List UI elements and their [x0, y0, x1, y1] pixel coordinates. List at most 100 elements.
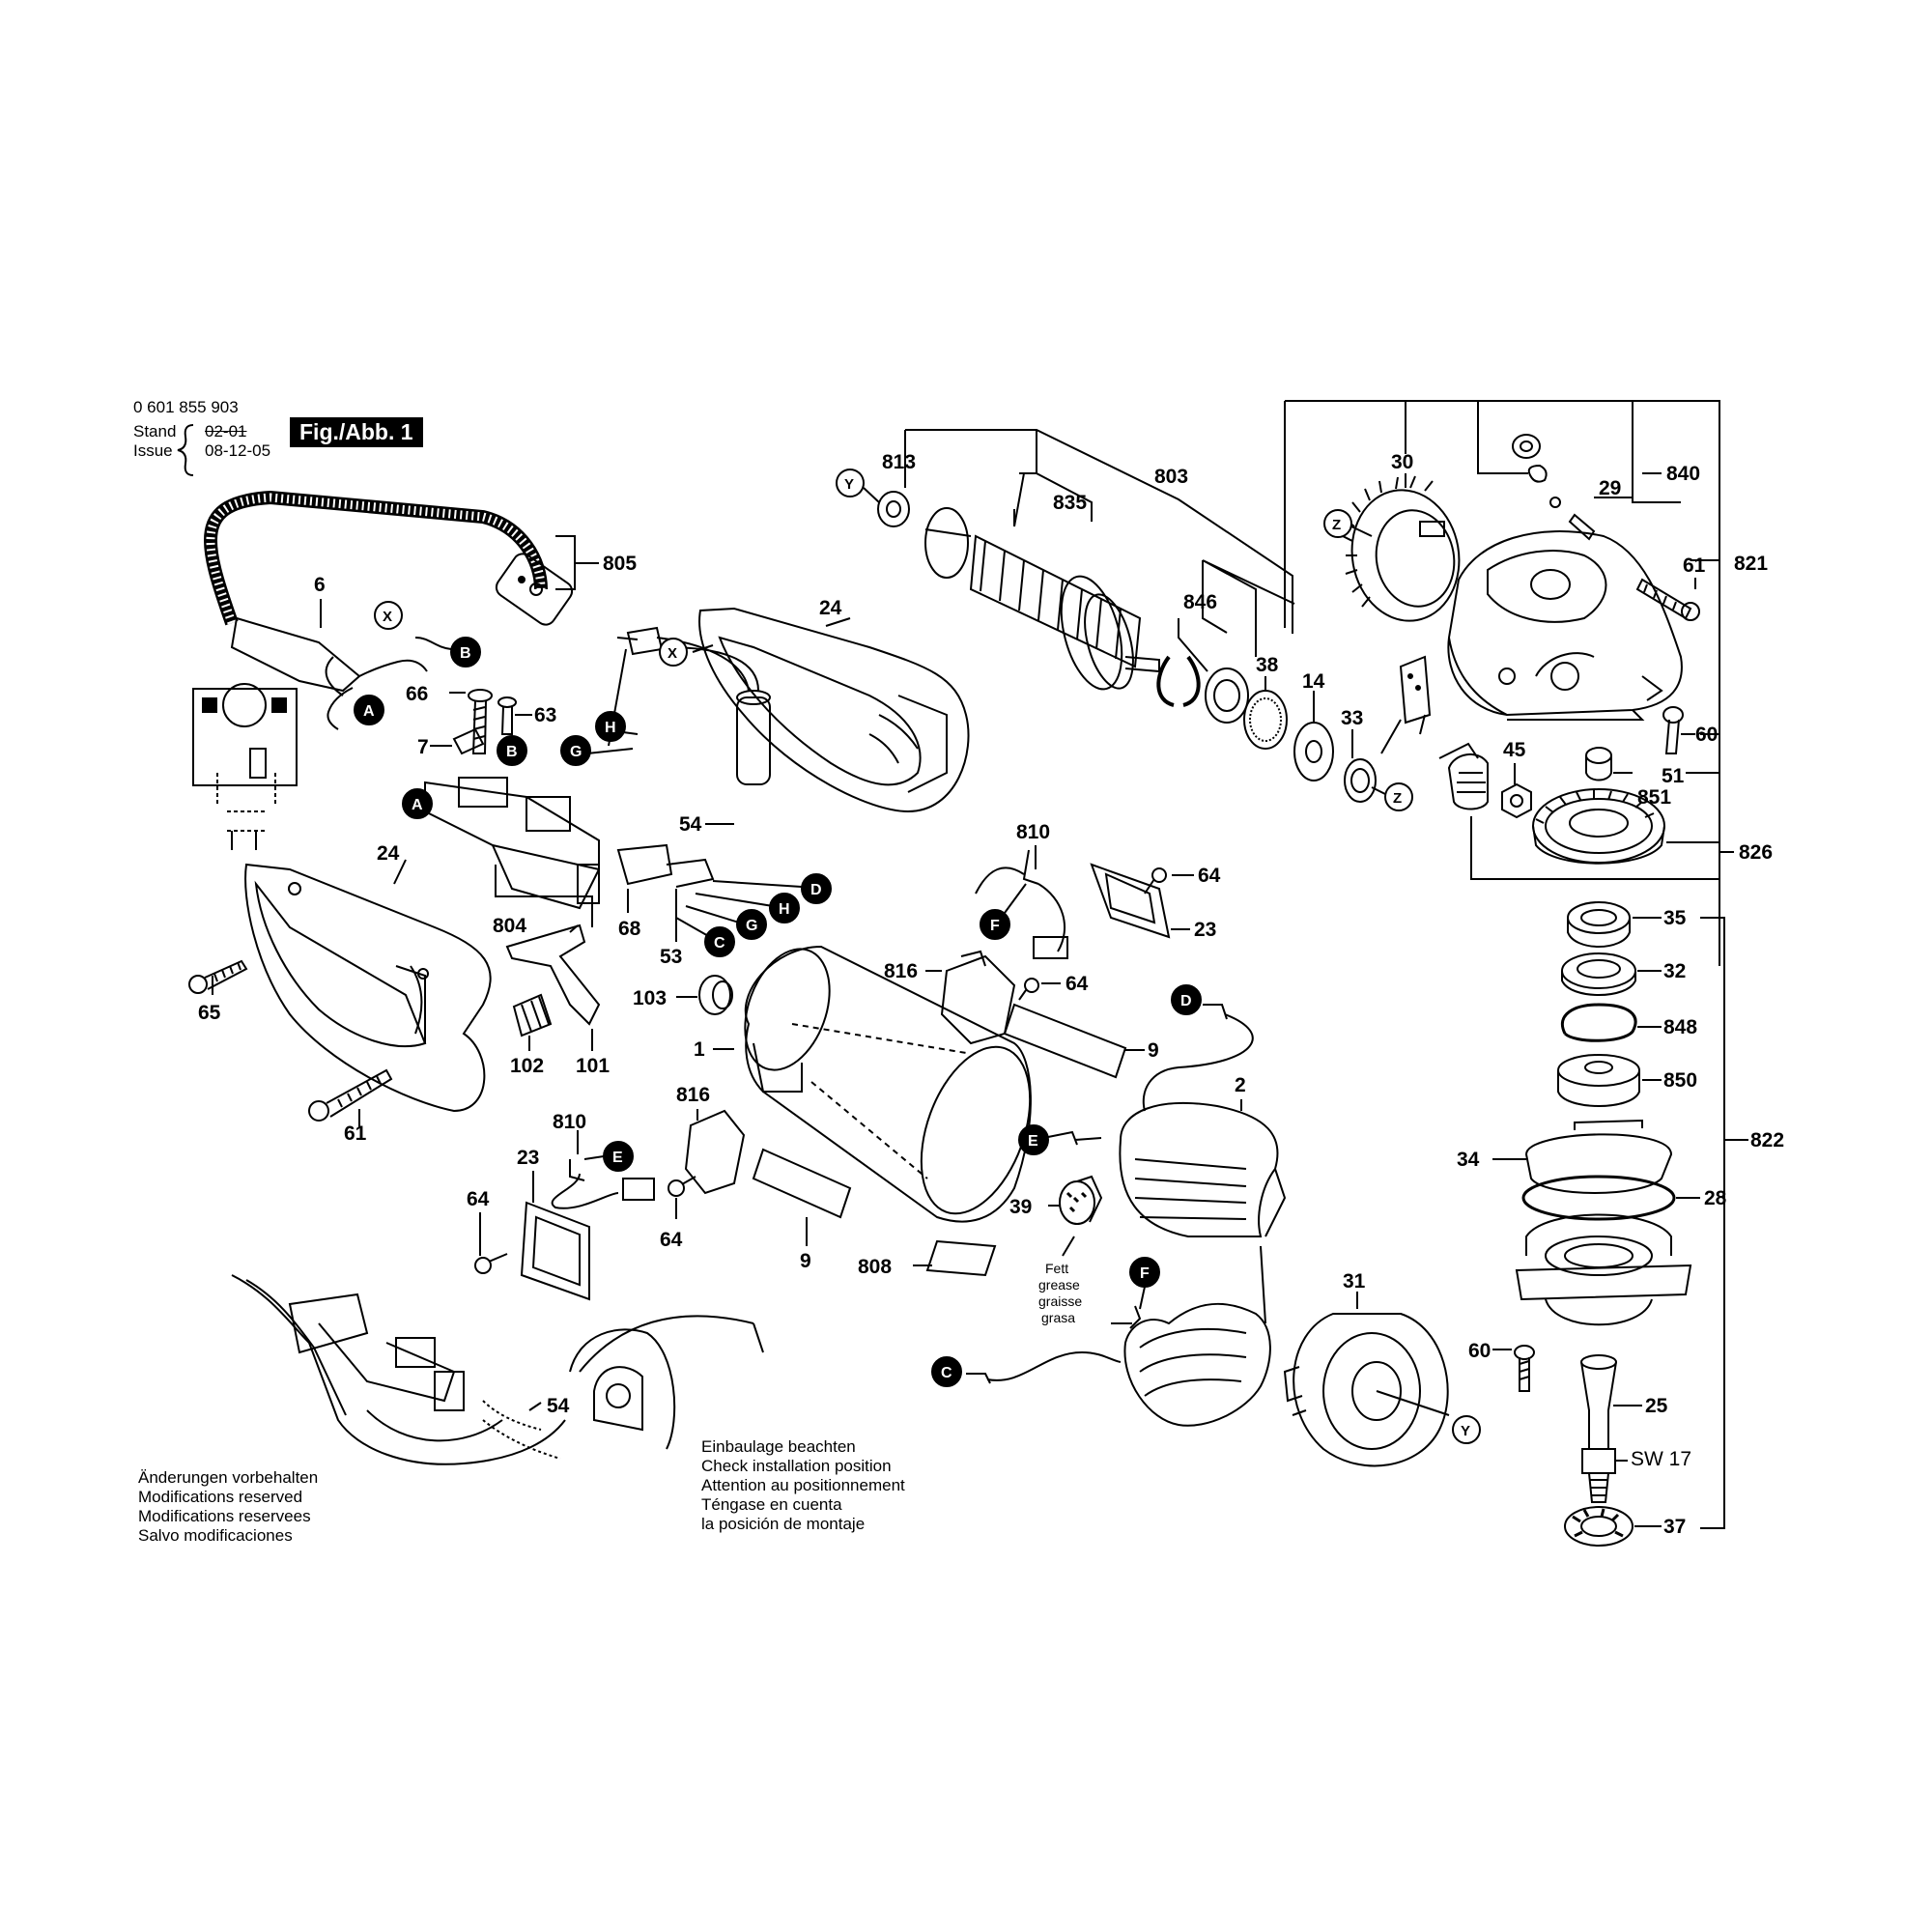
svg-text:F: F	[990, 918, 1000, 934]
clip-7	[452, 727, 485, 755]
connector-d-icon: D	[801, 873, 832, 904]
part-number-30: 30	[1391, 451, 1413, 473]
part-number-25: 25	[1645, 1395, 1668, 1417]
svg-text:H: H	[779, 901, 790, 918]
connector-a-icon: A	[402, 788, 433, 819]
part-number-810: 810	[553, 1111, 586, 1133]
part-number-816: 816	[884, 960, 918, 982]
part-number-65: 65	[198, 1002, 221, 1024]
pinion	[1438, 742, 1489, 810]
part-number-66: 66	[406, 683, 428, 705]
connector-b-icon: B	[450, 637, 481, 668]
leader-line	[1371, 786, 1386, 795]
part-number-7: 7	[417, 736, 429, 758]
note-line: Check installation position	[701, 1457, 892, 1475]
part-number-848: 848	[1663, 1016, 1697, 1038]
leader-line	[1178, 618, 1208, 672]
note-line: Téngase en cuenta	[701, 1495, 842, 1514]
assembly-bracket-826	[1470, 816, 1734, 880]
connector-d-icon: D	[1171, 984, 1202, 1015]
part-number-101: 101	[576, 1055, 610, 1077]
lock-lever-101	[505, 923, 601, 1026]
part-number-64: 64	[467, 1188, 490, 1210]
document-number: 0 601 855 903	[133, 398, 239, 416]
connector-e-icon: E	[603, 1141, 634, 1172]
leader-line	[414, 637, 452, 650]
part-number-38: 38	[1256, 654, 1279, 676]
connector-z-icon: Z	[1323, 509, 1352, 538]
housing-half-24-upper	[698, 607, 970, 813]
connector-z-icon: Z	[1384, 782, 1413, 811]
felt-pad	[1380, 655, 1432, 754]
stand-date: 02-01	[205, 422, 247, 440]
brush-cover-23-upper	[1090, 863, 1171, 939]
connector-g-icon: G	[560, 735, 591, 766]
screw-64	[668, 1176, 696, 1197]
stand-label: Stand	[133, 422, 177, 440]
part-number-61: 61	[1683, 554, 1706, 577]
connector-x-icon: X	[374, 601, 403, 630]
part-number-2: 2	[1235, 1074, 1246, 1096]
wrench-size-label: SW 17	[1631, 1448, 1691, 1470]
bearing-850	[1557, 1054, 1640, 1107]
part-number-64: 64	[660, 1229, 683, 1251]
leader-line	[692, 644, 714, 653]
grommet-103	[698, 975, 733, 1015]
bearing-39	[1059, 1175, 1103, 1225]
connector-y-icon: Y	[1452, 1415, 1481, 1444]
grease-label-en: grease	[1038, 1277, 1080, 1293]
wire-e	[1047, 1130, 1102, 1146]
part-number-60: 60	[1695, 724, 1718, 746]
connector-y-icon: Y	[836, 469, 865, 497]
svg-text:G: G	[746, 918, 757, 934]
brush-810-upper	[975, 849, 1068, 959]
part-number-35: 35	[1663, 907, 1687, 929]
flange-33	[1344, 758, 1377, 803]
crown-gear-826	[1532, 788, 1665, 865]
circlip-848	[1561, 1003, 1637, 1042]
screw-63	[497, 696, 517, 735]
svg-text:C: C	[714, 935, 725, 952]
part-number-805: 805	[603, 553, 637, 575]
note-line: Attention au positionnement	[701, 1476, 905, 1494]
modifications-note: Änderungen vorbehalten Modifications res…	[138, 1468, 318, 1546]
leader-line	[1350, 526, 1373, 537]
svg-text:E: E	[1028, 1133, 1038, 1150]
bearing-14	[1293, 722, 1334, 781]
bearing-37	[1564, 1506, 1634, 1547]
part-number-804: 804	[493, 915, 526, 937]
guard-ring-34	[1524, 1119, 1673, 1194]
leader-line	[325, 656, 344, 696]
part-number-54: 54	[547, 1395, 570, 1417]
assembly-bracket-803	[905, 429, 1293, 634]
part-number-24: 24	[377, 842, 400, 865]
connector-h-icon: H	[595, 711, 626, 742]
part-number-37: 37	[1663, 1516, 1686, 1538]
part-number-813: 813	[882, 451, 916, 473]
part-number-102: 102	[510, 1055, 544, 1077]
leader-line	[825, 617, 851, 627]
part-number-816: 816	[676, 1084, 710, 1106]
part-number-810: 810	[1016, 821, 1050, 843]
part-number-64: 64	[1065, 973, 1089, 995]
note-line: Modifications reservees	[138, 1507, 311, 1525]
housing-half-24-lower	[244, 863, 492, 1113]
part-number-835: 835	[1053, 492, 1087, 514]
o-ring-28	[1521, 1175, 1676, 1221]
wire-d	[1142, 1004, 1254, 1112]
date-brace	[177, 424, 194, 476]
svg-text:A: A	[412, 797, 423, 813]
part-number-840: 840	[1666, 463, 1700, 485]
svg-text:B: B	[506, 744, 518, 760]
svg-text:G: G	[570, 744, 582, 760]
connector-c-icon: C	[704, 926, 735, 957]
leader-line	[586, 731, 639, 754]
fan-baffle-31	[1283, 1313, 1450, 1467]
brush-holder-816-upper	[940, 950, 1016, 1045]
svg-text:C: C	[941, 1365, 952, 1381]
part-number-29: 29	[1599, 477, 1621, 499]
part-number-851: 851	[1637, 786, 1671, 809]
connector-x-icon: X	[659, 638, 688, 667]
switch-assembly	[424, 777, 715, 910]
